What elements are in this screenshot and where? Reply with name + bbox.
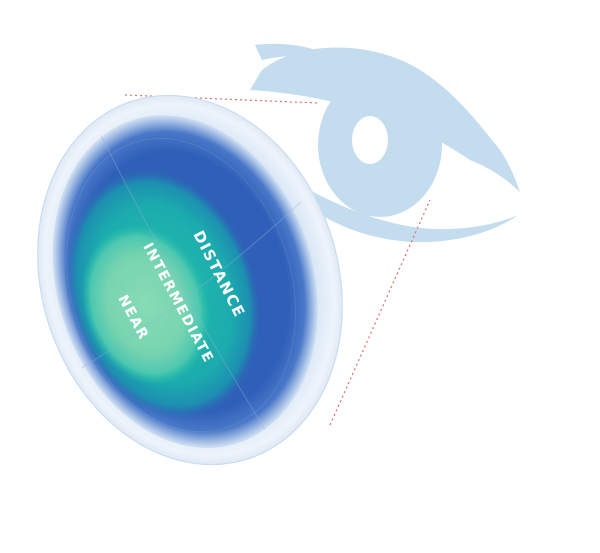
eye-lash-flick	[255, 43, 330, 60]
projection-line-top	[124, 94, 319, 104]
near-zone	[81, 224, 210, 386]
eye-pupil	[352, 116, 388, 164]
projection-line-bottom	[329, 199, 431, 426]
eye-upper-lid	[250, 47, 520, 192]
zone-grid	[66, 135, 302, 433]
contact-lens-icon	[37, 94, 343, 466]
projection-lines	[124, 94, 431, 426]
